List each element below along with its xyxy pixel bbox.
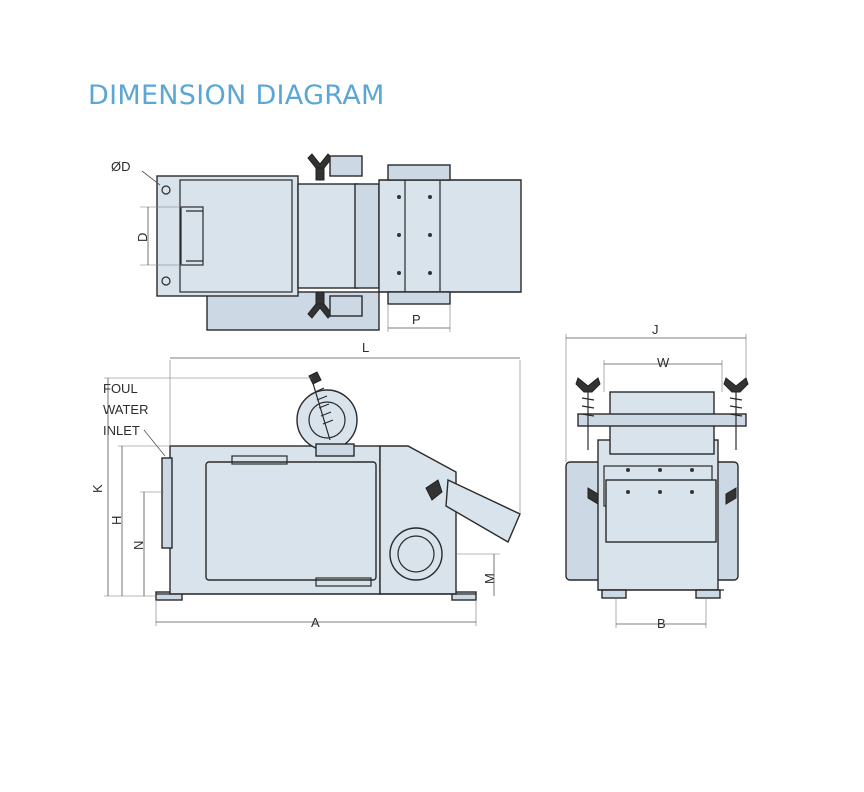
label-j: J xyxy=(652,322,659,337)
foul-water-inlet-line-3: INLET xyxy=(103,423,140,438)
side-view: J W B xyxy=(565,322,749,631)
label-h: H xyxy=(109,516,124,525)
top-view: ØD D P xyxy=(111,153,522,332)
top-view-flange-bottom xyxy=(387,291,451,305)
front-view-chute xyxy=(445,478,521,544)
front-view: FOUL WATER INLET L K H N M A xyxy=(90,340,521,630)
top-view-drum xyxy=(297,183,359,289)
top-view-tank xyxy=(156,175,299,297)
front-view-drum xyxy=(296,389,358,451)
label-d: D xyxy=(135,233,150,242)
mounting-hole-top xyxy=(161,185,171,195)
diagram-title: DIMENSION DIAGRAM xyxy=(88,80,385,111)
top-view-roller xyxy=(354,183,380,289)
top-view-inlet-bracket xyxy=(180,206,204,266)
label-a: A xyxy=(311,615,320,630)
label-k: K xyxy=(90,484,105,493)
label-n: N xyxy=(131,541,146,550)
foul-water-inlet-line-2: WATER xyxy=(103,402,149,417)
chute-handle-icon xyxy=(425,479,443,501)
wing-screw-top-icon xyxy=(307,153,363,181)
side-view-lower xyxy=(605,479,717,543)
foul-water-inlet-line-1: FOUL xyxy=(103,381,138,396)
top-view-conveyor xyxy=(378,179,522,293)
top-view-flange-top xyxy=(387,164,451,181)
wing-screw-right-icon xyxy=(723,377,749,505)
wing-screw-bottom-icon xyxy=(307,291,363,319)
wing-screw-left-icon xyxy=(575,377,601,505)
label-od: ØD xyxy=(111,159,131,174)
label-m: M xyxy=(482,573,497,584)
label-b: B xyxy=(657,616,666,631)
mounting-hole-bottom xyxy=(161,276,171,286)
side-view-crossbar xyxy=(577,413,747,427)
top-view-tank-inner xyxy=(179,179,293,293)
label-l: L xyxy=(362,340,369,355)
label-p: P xyxy=(412,312,421,327)
front-view-panel xyxy=(205,461,377,581)
spring-screw-icon xyxy=(308,371,334,441)
label-w: W xyxy=(657,355,670,370)
